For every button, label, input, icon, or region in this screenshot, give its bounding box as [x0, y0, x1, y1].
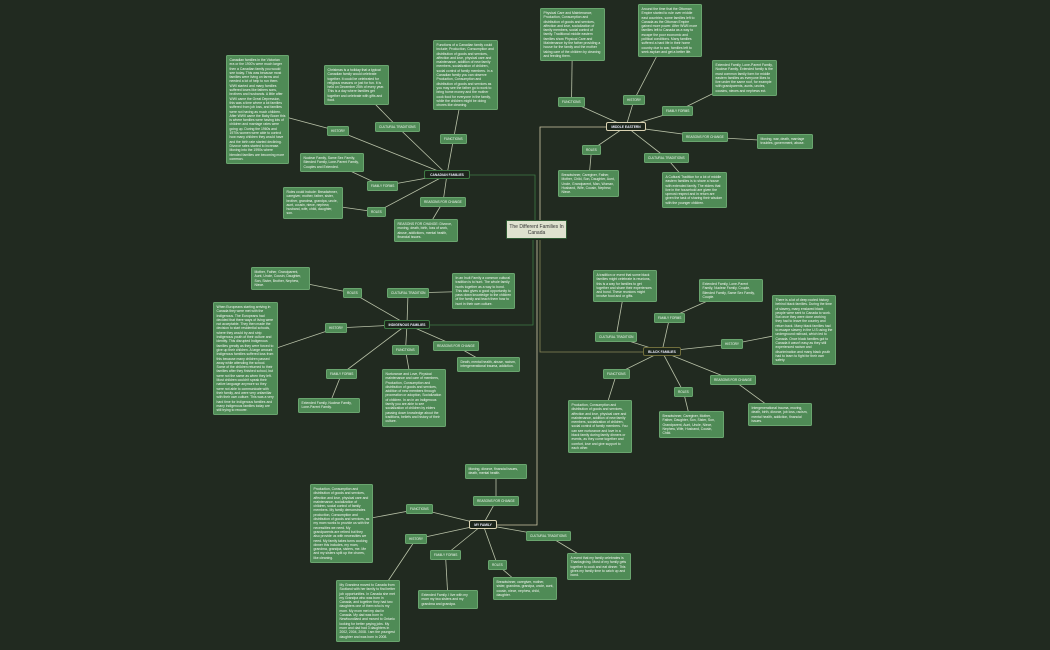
branch-link [341, 324, 408, 375]
central-topic[interactable]: The Different Families In Canada [506, 220, 567, 239]
branch-indigenous-families[interactable]: INDIGENOUS FAMILIES [384, 320, 430, 329]
topic-note[interactable]: There is a lot of deep rooted history be… [772, 295, 836, 366]
topic-history[interactable]: HISTORY [405, 534, 428, 544]
topic-history[interactable]: HISTORY [327, 126, 350, 136]
topic-functions[interactable]: FUNCTIONS [392, 345, 419, 355]
topic-family-forms[interactable]: FAMILY FORMS [430, 550, 462, 560]
branch-link [406, 292, 409, 325]
topic-note[interactable]: Mother, Father, Grandparent, Aunt, Uncle… [251, 267, 310, 291]
topic-note[interactable]: Moving, war, death, marriage troubles, g… [757, 134, 813, 149]
topic-note[interactable]: Nurturance and Love, Physical maintenanc… [382, 369, 446, 427]
topic-note[interactable]: Physical Care and Maintenance, Productio… [540, 8, 605, 62]
topic-functions[interactable]: FUNCTIONS [440, 134, 467, 144]
topic-reasons-for-change[interactable]: REASONS FOR CHANGE [710, 375, 756, 385]
root-link-indigenous [430, 240, 534, 326]
topic-note[interactable]: Christmas is a holiday that a typical Ca… [324, 65, 389, 106]
branch-black-families[interactable]: BLACK FAMILIES [643, 347, 681, 356]
branch-my-family[interactable]: MY FAMILY [469, 520, 497, 529]
branch-canadian-families[interactable]: CANADIAN FAMILIES [424, 170, 470, 179]
branch-link [625, 126, 667, 159]
topic-family-forms[interactable]: FAMILY FORMS [654, 313, 686, 323]
branch-link [661, 317, 670, 352]
topic-note[interactable]: Functions of a Canadian family could inc… [433, 40, 498, 111]
topic-roles[interactable]: ROLES [674, 387, 693, 397]
topic-family-forms[interactable]: FAMILY FORMS [326, 369, 358, 379]
topic-functions[interactable]: FUNCTIONS [406, 504, 433, 514]
topic-cultural-tradition[interactable]: CULTURAL TRADITION [595, 332, 638, 342]
topic-note[interactable]: Extended Family. I live with my mom my t… [418, 590, 478, 609]
topic-note[interactable]: Intergenerational trauma, moving, death,… [748, 403, 812, 427]
topic-cultural-tradition[interactable]: CULTURAL TRADITION [387, 288, 430, 298]
topic-roles[interactable]: ROLES [582, 145, 601, 155]
topic-note[interactable]: When Europeans starting arriving in Cana… [213, 302, 278, 416]
topic-cultural-traditions[interactable]: CULTURAL TRADITIONS [375, 122, 420, 132]
branch-link [446, 138, 454, 175]
root-link-my-family [497, 240, 538, 526]
topic-note[interactable]: REASONS FOR CHANGE: Divorce, moving, dea… [394, 219, 458, 243]
topic-note[interactable]: Extended Family, Lone-Parent Family, Nuc… [699, 279, 763, 303]
topic-cultural-traditions[interactable]: CULTURAL TRADITIONS [526, 531, 571, 541]
topic-functions[interactable]: FUNCTIONS [558, 97, 585, 107]
topic-note[interactable]: Production, Consumption and distribution… [310, 484, 373, 564]
topic-note[interactable]: Canadian families in the Victorian era o… [226, 55, 289, 165]
topic-history[interactable]: HISTORY [721, 339, 744, 349]
topic-note[interactable]: My Grandma moved to Canada from Scotland… [336, 580, 400, 642]
topic-roles[interactable]: ROLES [367, 207, 386, 217]
topic-note[interactable]: Nuclear Family, Same Sex Family, Blended… [300, 153, 364, 172]
topic-note[interactable]: Production, Consumption and distribution… [568, 400, 632, 454]
branch-middle-eastern[interactable]: MIDDLE EASTERN [606, 122, 646, 131]
topic-reasons-for-change[interactable]: REASONS FOR CHANGE [433, 341, 479, 351]
branch-link [445, 524, 484, 556]
topic-reasons-for-change[interactable]: REASONS FOR CHANGE [473, 496, 519, 506]
root-link-canadian [470, 174, 536, 222]
topic-note[interactable]: Breadwinner, Caregiver, Father, Mother, … [558, 170, 619, 198]
branch-link [482, 524, 498, 566]
topic-note[interactable]: In an Inuit Family a common cultural tra… [452, 273, 515, 310]
topic-note[interactable]: Death, mental health, abuse, racism, int… [457, 357, 520, 372]
branch-link [337, 130, 448, 175]
root-link-middle-eastern [539, 126, 606, 222]
topic-note[interactable]: A event that my family celebrates is Tha… [567, 553, 631, 581]
branch-link [352, 292, 408, 325]
topic-note[interactable]: Moving, divorce, financial issues, death… [465, 464, 527, 479]
topic-family-forms[interactable]: FAMILY FORMS [662, 106, 694, 116]
topic-note[interactable]: Extended Family, Lone-Parent Family, Nuc… [712, 60, 777, 97]
topic-note[interactable]: A tradition or event that some black fam… [593, 270, 657, 302]
branch-link [661, 351, 684, 393]
topic-reasons-for-change[interactable]: REASONS FOR CHANGE [420, 197, 466, 207]
topic-roles[interactable]: ROLES [488, 560, 507, 570]
branch-link [376, 174, 448, 213]
topic-cultural-traditions[interactable]: CULTURAL TRADITIONS [644, 153, 689, 163]
topic-note[interactable]: Extended Family, Nuclear Family, Lone-Pa… [298, 398, 360, 413]
topic-family-forms[interactable]: FAMILY FORMS [367, 181, 399, 191]
topic-note[interactable]: A Cultural Tradition for a lot of middle… [662, 172, 727, 209]
topic-note[interactable]: Around the time that the Ottoman Empire … [638, 4, 702, 58]
topic-functions[interactable]: FUNCTIONS [603, 369, 630, 379]
topic-history[interactable]: HISTORY [325, 323, 348, 333]
root-link-black [539, 240, 643, 353]
topic-note[interactable]: Breadwinner, Caregiver, Mother, Father, … [659, 411, 724, 439]
topic-history[interactable]: HISTORY [623, 95, 646, 105]
topic-reasons-for-change[interactable]: REASONS FOR CHANGE [682, 132, 728, 142]
topic-roles[interactable]: ROLES [343, 288, 362, 298]
topic-note[interactable]: Breadwinner, caregiver, mother, sister, … [493, 577, 557, 601]
topic-note[interactable]: Roles could include: Breadwinner, caregi… [283, 187, 343, 219]
branch-link [397, 126, 448, 175]
